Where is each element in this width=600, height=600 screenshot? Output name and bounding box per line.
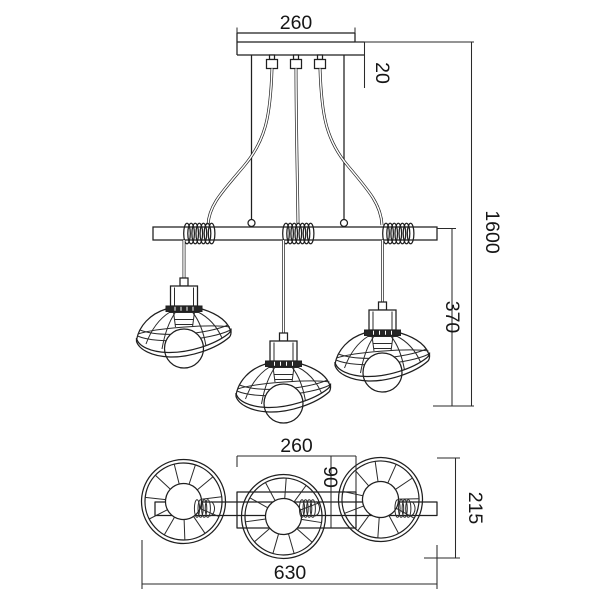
front-view-dimensions: 260 20 1600 370 [280, 12, 503, 407]
ceiling-canopy [236, 27, 365, 56]
pendant-lamp-middle [235, 332, 332, 424]
dim-fixture-depth-label: 215 [464, 492, 486, 525]
pendant-lamp-right [334, 301, 431, 393]
dim-canopy-width-label: 260 [280, 12, 313, 34]
shade-plan-right [328, 447, 433, 552]
dim-shade-drop-label: 370 [441, 301, 463, 334]
dim-canopy-thickness-label: 20 [371, 62, 393, 84]
dim-plan-canopy-width-label: 260 [280, 435, 313, 457]
cord-grip-middle [289, 54, 303, 70]
shade-plan-middle [236, 469, 331, 564]
top-view: 260 90 215 630 [135, 435, 486, 589]
dim-plan-canopy-depth-label: 90 [319, 466, 341, 488]
cord-grip-left [265, 54, 279, 70]
drop-cords [182, 240, 384, 334]
pendant-lamp-left [135, 277, 232, 369]
dim-overall-drop-label: 1600 [481, 210, 503, 254]
front-view: 260 20 1600 370 [135, 12, 503, 424]
top-view-dimensions: 260 90 215 630 [141, 435, 486, 589]
power-cords [206, 68, 384, 226]
dim-fixture-width-label: 630 [274, 562, 307, 584]
cord-grip-right [313, 54, 327, 70]
